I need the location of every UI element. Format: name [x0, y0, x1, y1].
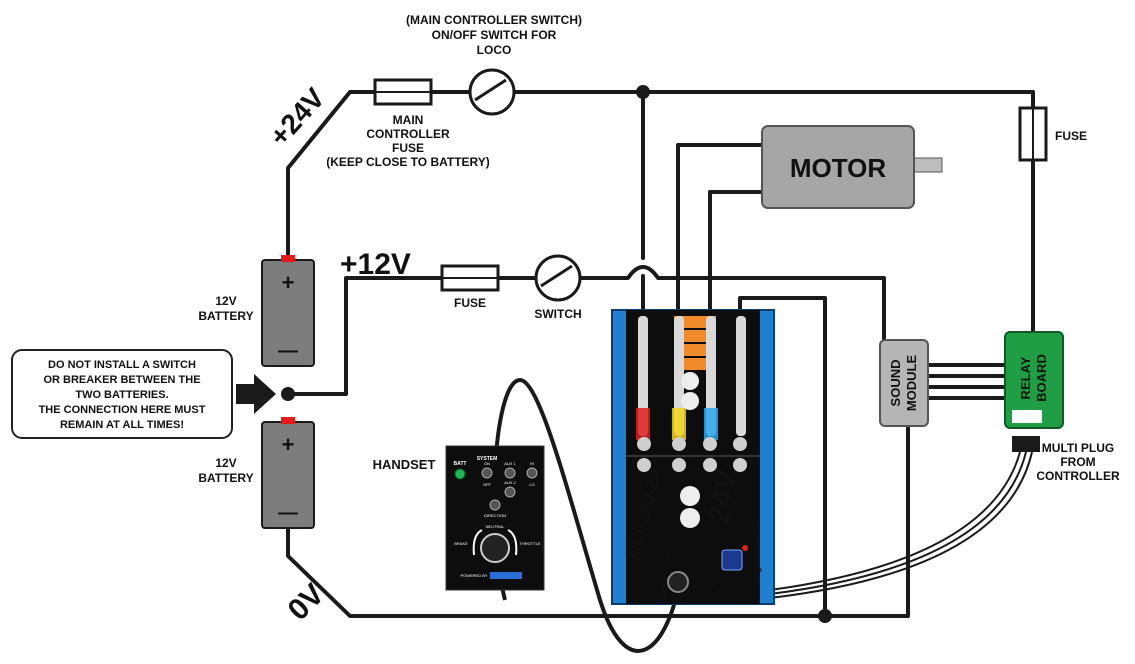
- plus-12v-label: +12V: [340, 248, 411, 281]
- plus-24v-label: +24V: [263, 82, 331, 152]
- battery-bottom: + —: [261, 417, 315, 529]
- multi-plug-label-1: MULTI PLUG: [1042, 441, 1114, 455]
- sound-module-label-1: SOUND: [888, 360, 903, 407]
- fuse-12v-label: FUSE: [454, 296, 486, 310]
- main-switch-label-1: (MAIN CONTROLLER SWITCH): [406, 13, 582, 27]
- battery-top: + —: [261, 255, 315, 367]
- fuse-right-label: FUSE: [1055, 129, 1087, 143]
- controller: DCi 250-24 24V Diagnostic LED TTDiode Ha…: [611, 309, 775, 605]
- relay-board: RELAY BOARD: [1004, 331, 1064, 429]
- sound-module: SOUND MODULE: [879, 339, 929, 427]
- handset-brake: BRAKE: [454, 541, 468, 546]
- relay-board-label-2: BOARD: [1034, 354, 1049, 402]
- handset-aux1: AUX 1: [504, 461, 516, 466]
- junction-dot-top: [636, 85, 650, 99]
- wire-motor-b: [708, 190, 764, 320]
- main-switch-label-3: LOCO: [477, 43, 512, 57]
- handset-aux2: AUX 2: [504, 480, 516, 485]
- handset-direction: DIRECTION: [484, 513, 506, 518]
- switch-12v: [534, 254, 582, 302]
- battery-top-plus: +: [282, 270, 295, 295]
- relay-board-label-1: RELAY: [1018, 356, 1033, 399]
- multi-plug-label-2: FROM: [1060, 455, 1095, 469]
- warning-callout: DO NOT INSTALL A SWITCH OR BREAKER BETWE…: [11, 349, 276, 439]
- battery-bottom-label-2: BATTERY: [198, 471, 253, 485]
- handset-system: SYSTEM: [477, 456, 498, 462]
- junction-dot-bottom: [818, 609, 832, 623]
- zero-v-label: 0V: [282, 578, 331, 627]
- wire-24v-rail: [286, 90, 1035, 264]
- controller-diagnostic-led: Diagnostic LED: [753, 526, 762, 585]
- multi-plug: [1012, 436, 1040, 452]
- handset-on: ON: [484, 461, 490, 466]
- handset-lo: LO: [529, 482, 534, 487]
- wire-motor-a: [676, 143, 764, 320]
- main-fuse-label-4: (KEEP CLOSE TO BATTERY): [326, 155, 490, 169]
- motor: MOTOR: [761, 125, 943, 209]
- warning-line-1: DO NOT INSTALL A SWITCH: [48, 359, 196, 371]
- handset-hi: HI: [530, 461, 534, 466]
- junction-dot-battery: [281, 387, 295, 401]
- battery-bottom-minus: —: [278, 502, 298, 524]
- controller-ttdiode: TTDiode: [665, 527, 674, 560]
- battery-bottom-label-1: 12V: [215, 456, 236, 470]
- handset-powered-by: POWERED BY: [460, 573, 487, 578]
- battery-bottom-plus: +: [282, 432, 295, 457]
- handset-off: OFF: [483, 482, 492, 487]
- handset-label: HANDSET: [373, 457, 436, 472]
- wire-12v-rail: [286, 265, 886, 396]
- main-fuse-label-1: MAIN: [393, 113, 424, 127]
- warning-line-2: OR BREAKER BETWEEN THE: [43, 374, 200, 386]
- controller-p-port: P-Port: [716, 589, 738, 596]
- battery-top-label-1: 12V: [215, 294, 236, 308]
- warning-line-3: TWO BATTERIES.: [75, 389, 168, 401]
- wire-0v-rail: [286, 423, 910, 618]
- main-switch: [468, 68, 516, 116]
- multi-plug-cable: [769, 451, 1033, 599]
- battery-top-minus: —: [278, 340, 298, 362]
- handset-panel: BATT SYSTEM ON OFF AUX 1 HI LO AUX 2 DIR…: [445, 445, 545, 591]
- main-fuse-label-2: CONTROLLER: [366, 127, 450, 141]
- warning-line-4: THE CONNECTION HERE MUST: [39, 404, 206, 416]
- multi-plug-label-3: CONTROLLER: [1036, 469, 1120, 483]
- sound-module-label-2: MODULE: [904, 355, 919, 412]
- main-fuse-label-3: FUSE: [392, 141, 424, 155]
- controller-handset-port: Handset: [659, 568, 668, 600]
- handset-neutral: NEUTRAL: [486, 524, 505, 529]
- main-switch-label-2: ON/OFF SWITCH FOR: [432, 28, 557, 42]
- wire-controller-to-0v: [738, 296, 827, 618]
- warning-line-5: REMAIN AT ALL TIMES!: [60, 419, 184, 431]
- handset-throttle: THROTTLE: [519, 541, 540, 546]
- battery-top-label-2: BATTERY: [198, 309, 253, 323]
- handset-batt: BATT: [454, 461, 467, 467]
- switch-12v-label: SWITCH: [534, 307, 581, 321]
- motor-label: MOTOR: [790, 153, 887, 183]
